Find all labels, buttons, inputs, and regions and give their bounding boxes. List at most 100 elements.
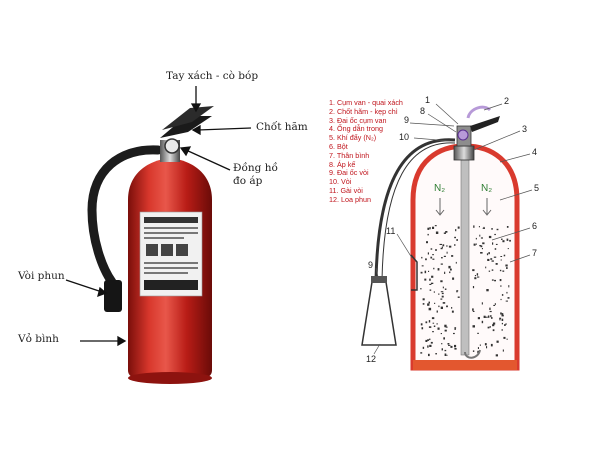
powder-particle	[454, 237, 456, 238]
powder-particle	[437, 311, 438, 313]
powder-particle	[423, 298, 425, 300]
powder-particle	[445, 354, 447, 357]
powder-particle	[442, 296, 444, 298]
powder-particle	[423, 347, 424, 349]
powder-particle	[486, 346, 487, 348]
powder-particle	[491, 228, 493, 229]
powder-particle	[435, 249, 437, 251]
powder-particle	[454, 348, 456, 350]
powder-particle	[432, 331, 434, 332]
powder-particle	[432, 254, 434, 255]
powder-particle	[493, 305, 495, 306]
powder-particle	[456, 262, 457, 264]
part-number: 1	[425, 95, 430, 105]
part-number: 8	[420, 106, 425, 116]
powder-particle	[427, 303, 429, 305]
powder-particle	[506, 301, 508, 302]
powder-particle	[479, 235, 480, 237]
powder-particle	[429, 320, 430, 322]
powder-particle	[444, 325, 446, 328]
powder-particle	[430, 290, 432, 291]
discharge-horn	[362, 282, 396, 345]
powder-particle	[507, 239, 509, 241]
powder-particle	[489, 236, 491, 238]
powder-particle	[438, 294, 440, 295]
powder-particle	[490, 311, 492, 312]
powder-particle	[426, 321, 428, 323]
powder-particle	[429, 339, 430, 341]
powder-particle	[434, 303, 435, 304]
powder-particle	[496, 263, 498, 265]
powder-particle	[501, 239, 503, 240]
powder-particle	[504, 324, 506, 326]
powder-particle	[486, 289, 488, 291]
powder-particle	[428, 234, 429, 236]
powder-particle	[441, 264, 443, 265]
powder-particle	[479, 226, 480, 227]
powder-particle	[475, 275, 476, 276]
powder-particle	[480, 345, 481, 346]
powder-particle	[452, 311, 454, 313]
powder-particle	[506, 292, 507, 294]
powder-particle	[508, 285, 509, 287]
powder-particle	[507, 339, 508, 340]
powder-particle	[479, 245, 481, 246]
legend-item: 12. Loa phun	[329, 196, 403, 205]
powder-particle	[488, 327, 490, 329]
powder-particle	[495, 303, 496, 305]
powder-particle	[502, 294, 503, 296]
powder-particle	[433, 268, 434, 270]
gas-label: N₂	[481, 183, 492, 194]
powder-particle	[431, 342, 433, 344]
powder-particle	[441, 333, 442, 334]
powder-particle	[432, 317, 434, 319]
powder-particle	[448, 345, 450, 346]
powder-particle	[490, 326, 491, 328]
powder-particle	[494, 234, 496, 235]
powder-particle	[497, 229, 499, 230]
powder-particle	[421, 257, 422, 259]
powder-particle	[456, 291, 458, 292]
powder-particle	[476, 244, 477, 245]
powder-particle	[499, 318, 501, 319]
powder-particle	[441, 307, 443, 309]
powder-particle	[491, 317, 492, 319]
powder-particle	[504, 255, 506, 257]
powder-particle	[509, 240, 511, 242]
part-number: 7	[532, 248, 537, 258]
part-number: 10	[399, 132, 409, 142]
powder-particle	[489, 271, 490, 272]
powder-particle	[428, 252, 429, 254]
powder-particle	[501, 259, 502, 260]
powder-particle	[507, 226, 509, 228]
powder-particle	[442, 247, 443, 248]
powder-particle	[477, 277, 479, 278]
powder-particle	[497, 341, 499, 343]
powder-particle	[441, 248, 443, 249]
powder-particle	[494, 280, 496, 281]
powder-particle	[425, 271, 427, 274]
powder-particle	[501, 299, 502, 300]
powder-particle	[434, 326, 436, 328]
powder-particle	[492, 279, 494, 280]
powder-particle	[445, 289, 447, 290]
powder-particle	[429, 326, 431, 328]
part-number: 3	[522, 124, 527, 134]
powder-particle	[474, 277, 476, 279]
powder-particle	[492, 242, 493, 244]
powder-particle	[485, 343, 487, 345]
powder-particle	[502, 319, 504, 321]
powder-particle	[449, 246, 451, 248]
part-number: 5	[534, 183, 539, 193]
powder-particle	[422, 265, 424, 266]
powder-particle	[508, 297, 510, 299]
powder-particle	[476, 238, 477, 240]
powder-particle	[454, 244, 456, 245]
part-number: 2	[504, 96, 509, 106]
powder-particle	[429, 279, 431, 281]
powder-particle	[502, 271, 504, 272]
powder-particle	[488, 252, 490, 254]
body-bottom-rim	[128, 372, 212, 384]
gas-label: N₂	[434, 183, 445, 194]
